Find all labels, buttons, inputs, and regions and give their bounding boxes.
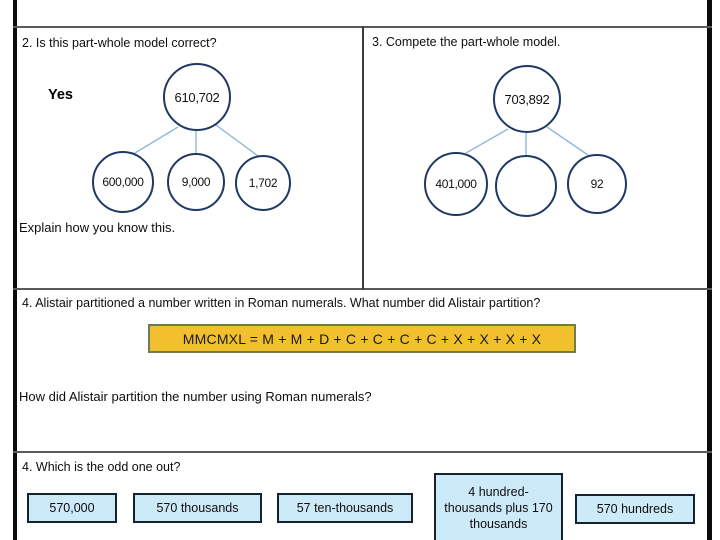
- bottom-rule: [13, 451, 712, 453]
- q3-title: 3. Compete the part-whole model.: [372, 35, 561, 49]
- right-frame-bar: [707, 0, 712, 540]
- q2-title: 2. Is this part-whole model correct?: [22, 36, 217, 50]
- q3-part-circle-3: 92: [567, 154, 627, 214]
- q2-answer-yes: Yes: [48, 87, 73, 103]
- q4-equation-box: MMCMXL = M + M + D + C + C + C + C + X +…: [148, 324, 576, 353]
- q4-title: 4. Alistair partitioned a number written…: [22, 296, 541, 310]
- option-box-570000[interactable]: 570,000: [27, 493, 117, 523]
- q2-part-circle-3: 1,702: [235, 155, 291, 211]
- q2-part-circle-2: 9,000: [167, 153, 225, 211]
- q2-footer-prompt: Explain how you know this.: [19, 220, 176, 235]
- q3-whole-circle: 703,892: [493, 65, 561, 133]
- panel-divider: [362, 26, 364, 290]
- q3-part-circle-1: 401,000: [424, 152, 488, 216]
- left-frame-bar: [13, 0, 17, 540]
- q2-whole-circle: 610,702: [163, 63, 231, 131]
- q5-title: 4. Which is the odd one out?: [22, 460, 181, 474]
- option-box-570-thousands[interactable]: 570 thousands: [133, 493, 262, 523]
- q3-part-circle-empty[interactable]: [495, 155, 557, 217]
- q4-followup-prompt: How did Alistair partition the number us…: [19, 389, 372, 404]
- option-box-570-hundreds[interactable]: 570 hundreds: [575, 494, 695, 524]
- option-box-57-ten-thousands[interactable]: 57 ten-thousands: [277, 493, 413, 523]
- q2-part-circle-1: 600,000: [92, 151, 154, 213]
- option-box-4-hundred-thousands[interactable]: 4 hundred-thousands plus 170 thousands: [434, 473, 563, 540]
